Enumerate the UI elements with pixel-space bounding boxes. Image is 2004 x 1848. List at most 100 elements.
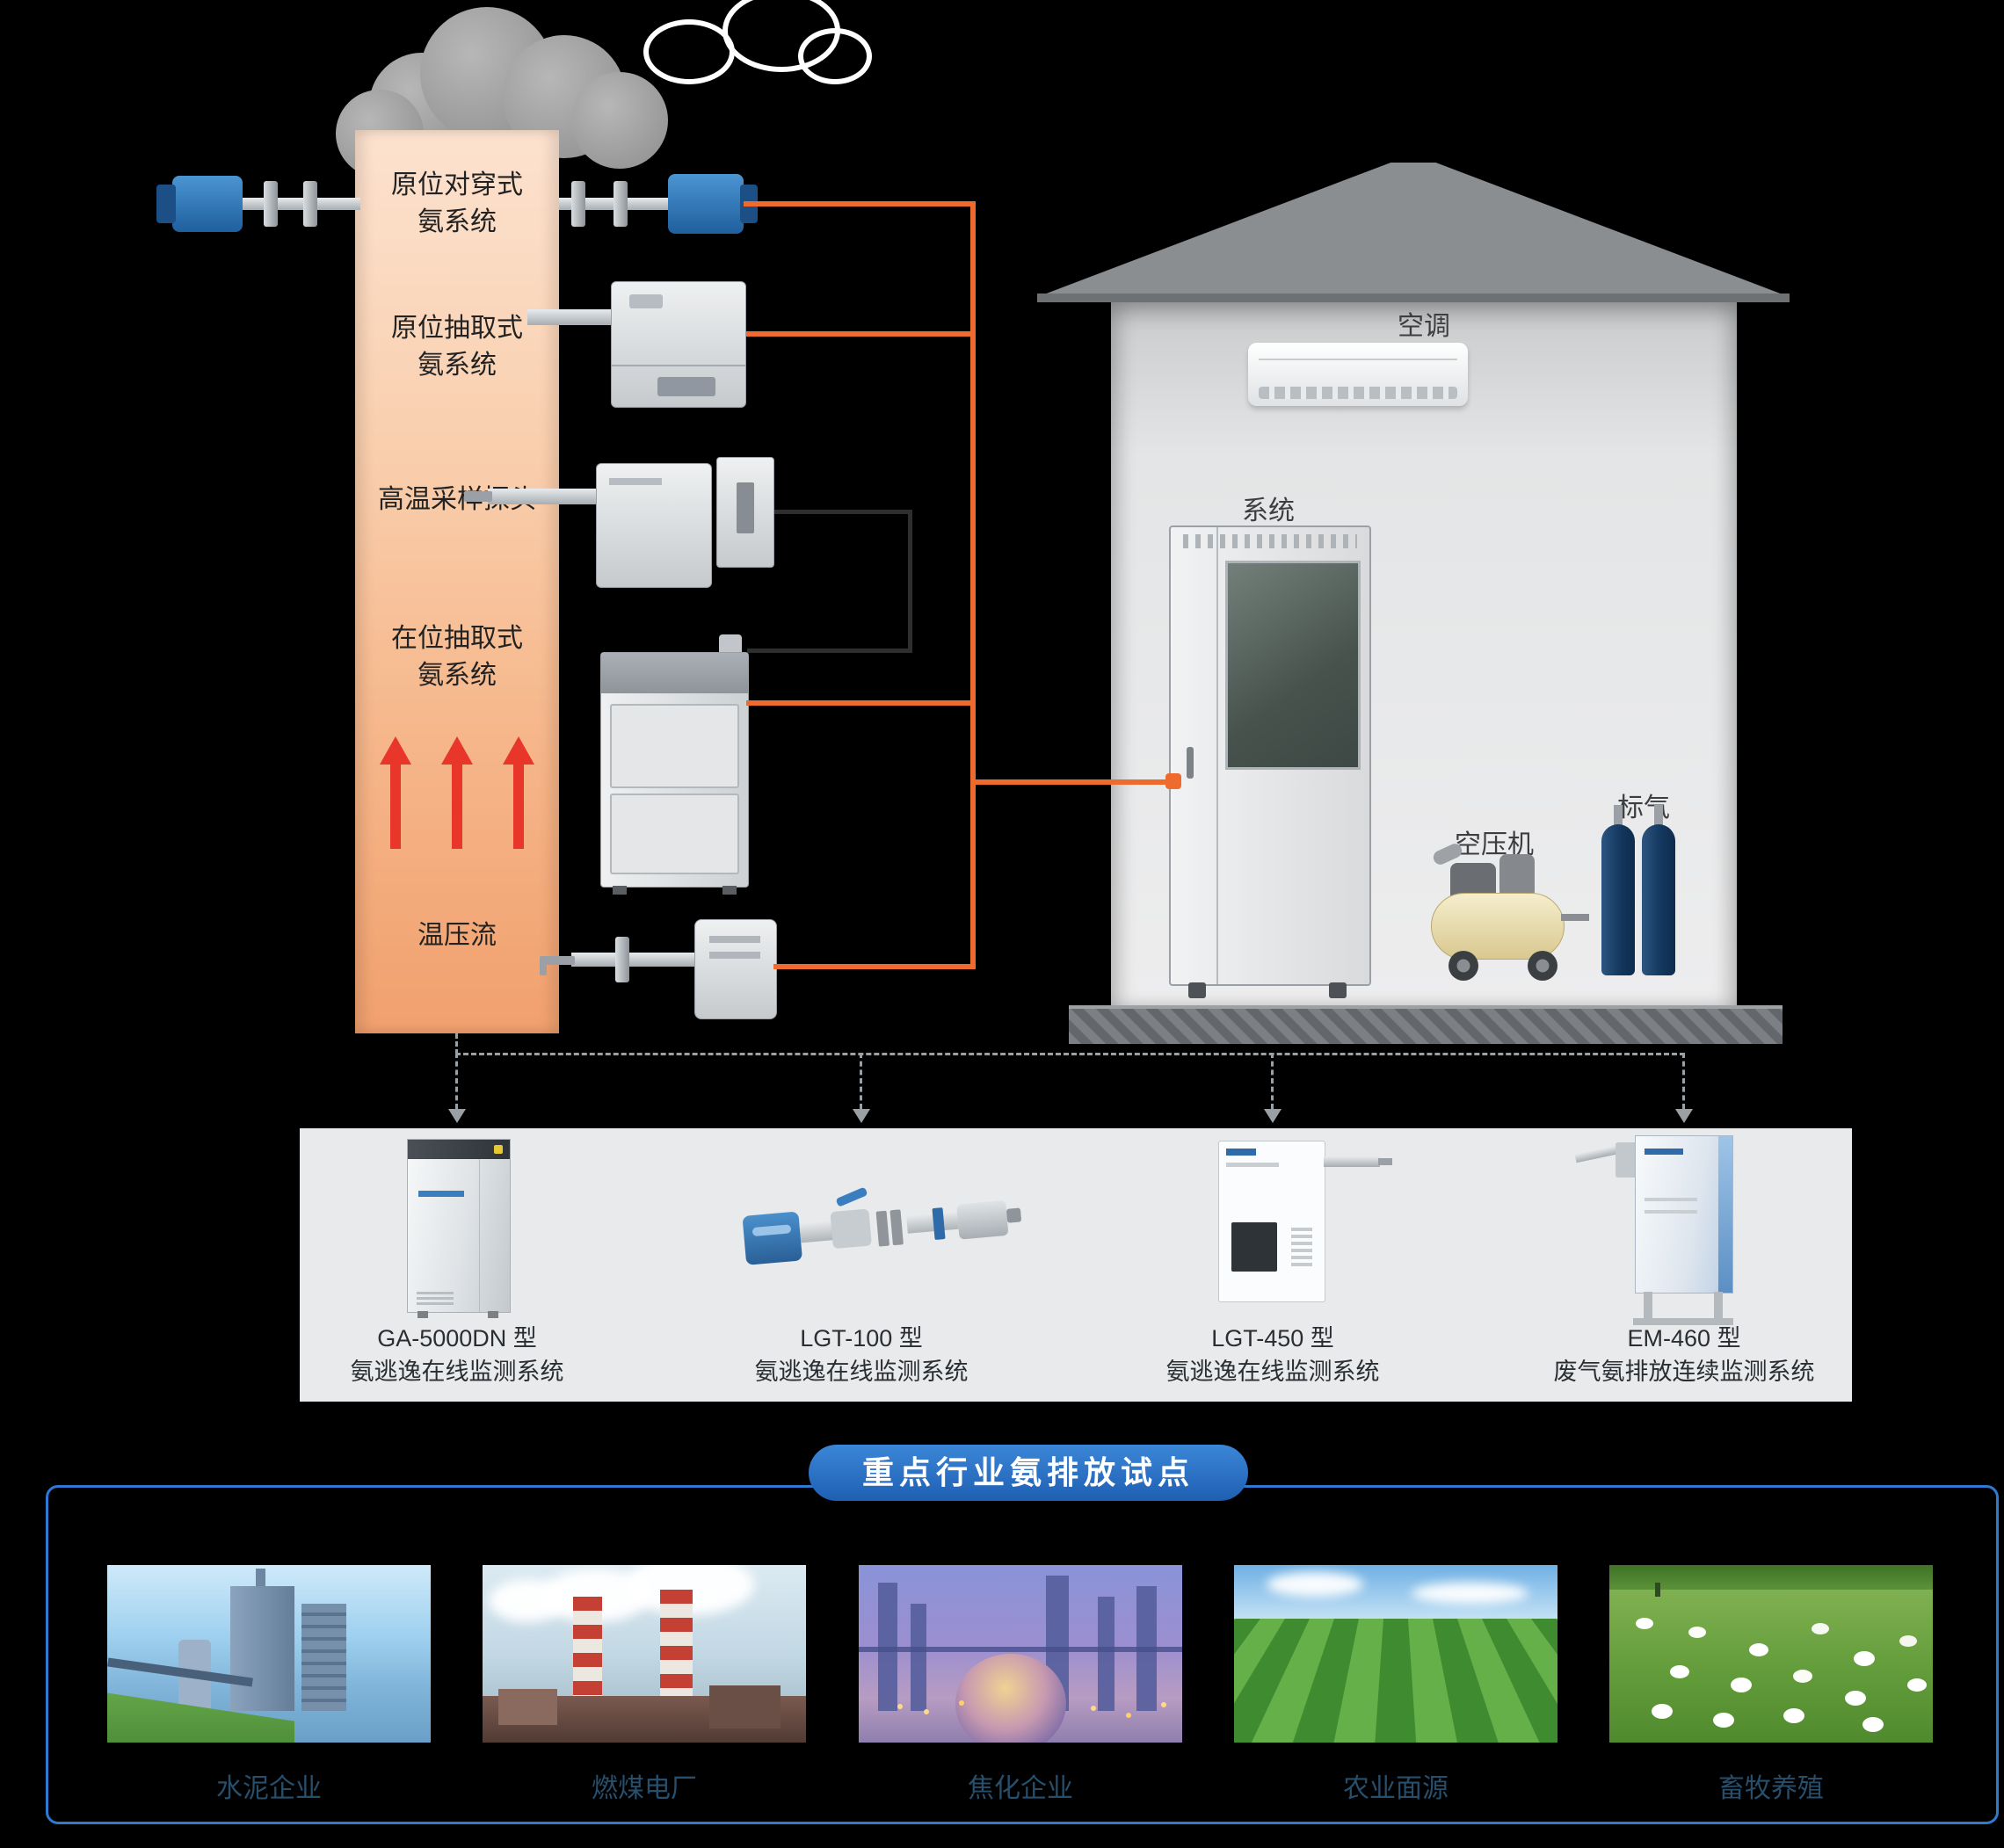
air-compressor-pipe: [1561, 914, 1589, 921]
up-arrow-icon: [380, 736, 411, 852]
product-model: LGT-450 型: [1211, 1325, 1334, 1352]
em460-stand-leg: [1644, 1292, 1652, 1322]
temp-pressure-flow-head: [694, 919, 777, 1019]
product-label: GA-5000DN 型 氨逃逸在线监测系统: [272, 1322, 642, 1388]
product-model: LGT-100 型: [800, 1325, 923, 1352]
signal-endpoint-dot: [1165, 773, 1181, 789]
dashed-connector: [860, 1053, 862, 1109]
cloud-outline-icon: [643, 19, 735, 84]
label-line: 在位抽取式: [391, 624, 523, 653]
label-line: 原位对穿式: [391, 170, 523, 199]
label-line: 原位抽取式: [391, 314, 523, 343]
shelter-roof-edge: [1037, 294, 1790, 302]
tpf-probe-tip: [543, 956, 575, 965]
industry-photo-coal-power: [483, 1565, 806, 1743]
flange-icon: [303, 181, 317, 227]
product-label: LGT-450 型 氨逃逸在线监测系统: [1088, 1322, 1457, 1388]
signal-cable: [773, 510, 912, 514]
product-label: EM-460 型 废气氨排放连续监测系统: [1499, 1322, 1869, 1388]
air-compressor-wheel: [1528, 951, 1557, 981]
shelter-base: [1069, 1005, 1783, 1044]
industry-photo-livestock: [1609, 1565, 1933, 1743]
tpf-probe-tube: [571, 953, 703, 967]
signal-cable: [747, 649, 912, 653]
down-arrow-icon: [1675, 1109, 1693, 1123]
industry-photo-cement: [107, 1565, 431, 1743]
signal-cable: [908, 510, 912, 652]
cross-duct-analyzer-right: [668, 174, 744, 234]
product-name: 氨逃逸在线监测系统: [350, 1359, 564, 1385]
gas-cylinder: [1601, 824, 1635, 975]
cabinet-caster: [1188, 982, 1206, 998]
smoke-cloud-icon: [571, 72, 668, 169]
product-model: GA-5000DN 型: [377, 1325, 537, 1352]
probe-tip: [464, 491, 492, 502]
label-line: 氨系统: [418, 661, 497, 690]
up-arrow-icon: [441, 736, 473, 852]
product-name: 废气氨排放连续监测系统: [1553, 1359, 1815, 1385]
signal-line: [744, 201, 976, 207]
chimney-stack: [355, 130, 559, 1033]
dashed-connector: [455, 1053, 1685, 1055]
up-arrow-icon: [503, 736, 534, 852]
lgt450-probe: [1324, 1156, 1380, 1167]
product-label: LGT-100 型 氨逃逸在线监测系统: [677, 1322, 1046, 1388]
signal-line: [970, 201, 976, 969]
air-conditioner: [1248, 343, 1468, 406]
signal-line-to-system: [970, 779, 1174, 785]
cloud-outline-icon: [798, 28, 872, 84]
industry-photo-agriculture: [1234, 1565, 1557, 1743]
product-band: [300, 1128, 1852, 1402]
industry-label: 焦化企业: [968, 1774, 1073, 1803]
industry-title-pill: 重点行业氨排放试点: [809, 1445, 1248, 1501]
signal-line: [773, 964, 974, 969]
product-image-lgt450: [1218, 1141, 1325, 1302]
gas-cylinder-valve: [1614, 805, 1623, 828]
lgt450-probe-tip: [1378, 1158, 1392, 1165]
dashed-connector: [455, 1033, 458, 1054]
high-temp-probe-tube: [488, 489, 606, 504]
industry-label: 燃煤电厂: [592, 1774, 697, 1803]
air-compressor-wheel: [1449, 951, 1478, 981]
extractive-analyzer: [611, 281, 746, 408]
down-arrow-icon: [1264, 1109, 1282, 1123]
air-compressor-tank: [1431, 893, 1565, 960]
cabinet-foot: [722, 886, 737, 895]
industry-label: 畜牧养殖: [1718, 1774, 1824, 1803]
gas-cylinder: [1642, 824, 1675, 975]
air-compressor-motor: [1499, 854, 1535, 898]
stack-label-insitu-extractive: 在位抽取式 氨系统: [355, 620, 559, 694]
industry-photo-coking: [859, 1565, 1182, 1743]
ac-label: 空调: [1398, 312, 1450, 341]
tpf-probe-hook: [540, 956, 547, 975]
system-label: 系统: [1242, 496, 1295, 525]
flange-icon: [615, 937, 629, 982]
product-name: 氨逃逸在线监测系统: [754, 1359, 969, 1385]
cabinet-caster: [1329, 982, 1347, 998]
dashed-connector: [1682, 1053, 1685, 1109]
signal-line: [746, 331, 973, 337]
stack-label-cross-duct: 原位对穿式 氨系统: [355, 167, 559, 241]
industry-label: 水泥企业: [216, 1774, 322, 1803]
dashed-connector: [455, 1053, 458, 1109]
cross-duct-analyzer-left: [172, 176, 243, 232]
label-line: 温压流: [418, 921, 497, 950]
high-temp-probe-controller: [716, 457, 774, 568]
product-name: 氨逃逸在线监测系统: [1165, 1359, 1380, 1385]
product-foot: [418, 1311, 428, 1318]
gas-cylinder-valve: [1654, 805, 1663, 828]
signal-line: [746, 700, 973, 706]
analyzer-cap-left: [156, 185, 176, 223]
cabinet-foot: [613, 886, 627, 895]
stack-label-extractive: 原位抽取式 氨系统: [355, 310, 559, 384]
system-cabinet: [1169, 525, 1371, 986]
label-line: 氨系统: [418, 351, 497, 380]
product-image-em460: [1635, 1135, 1733, 1294]
sheep-icon: [1636, 1618, 1653, 1629]
down-arrow-icon: [448, 1109, 466, 1123]
flange-icon: [264, 181, 278, 227]
stack-label-temp-pressure-flow: 温压流: [355, 917, 559, 954]
dashed-connector: [1271, 1053, 1274, 1109]
extractive-probe-tube: [527, 309, 624, 325]
